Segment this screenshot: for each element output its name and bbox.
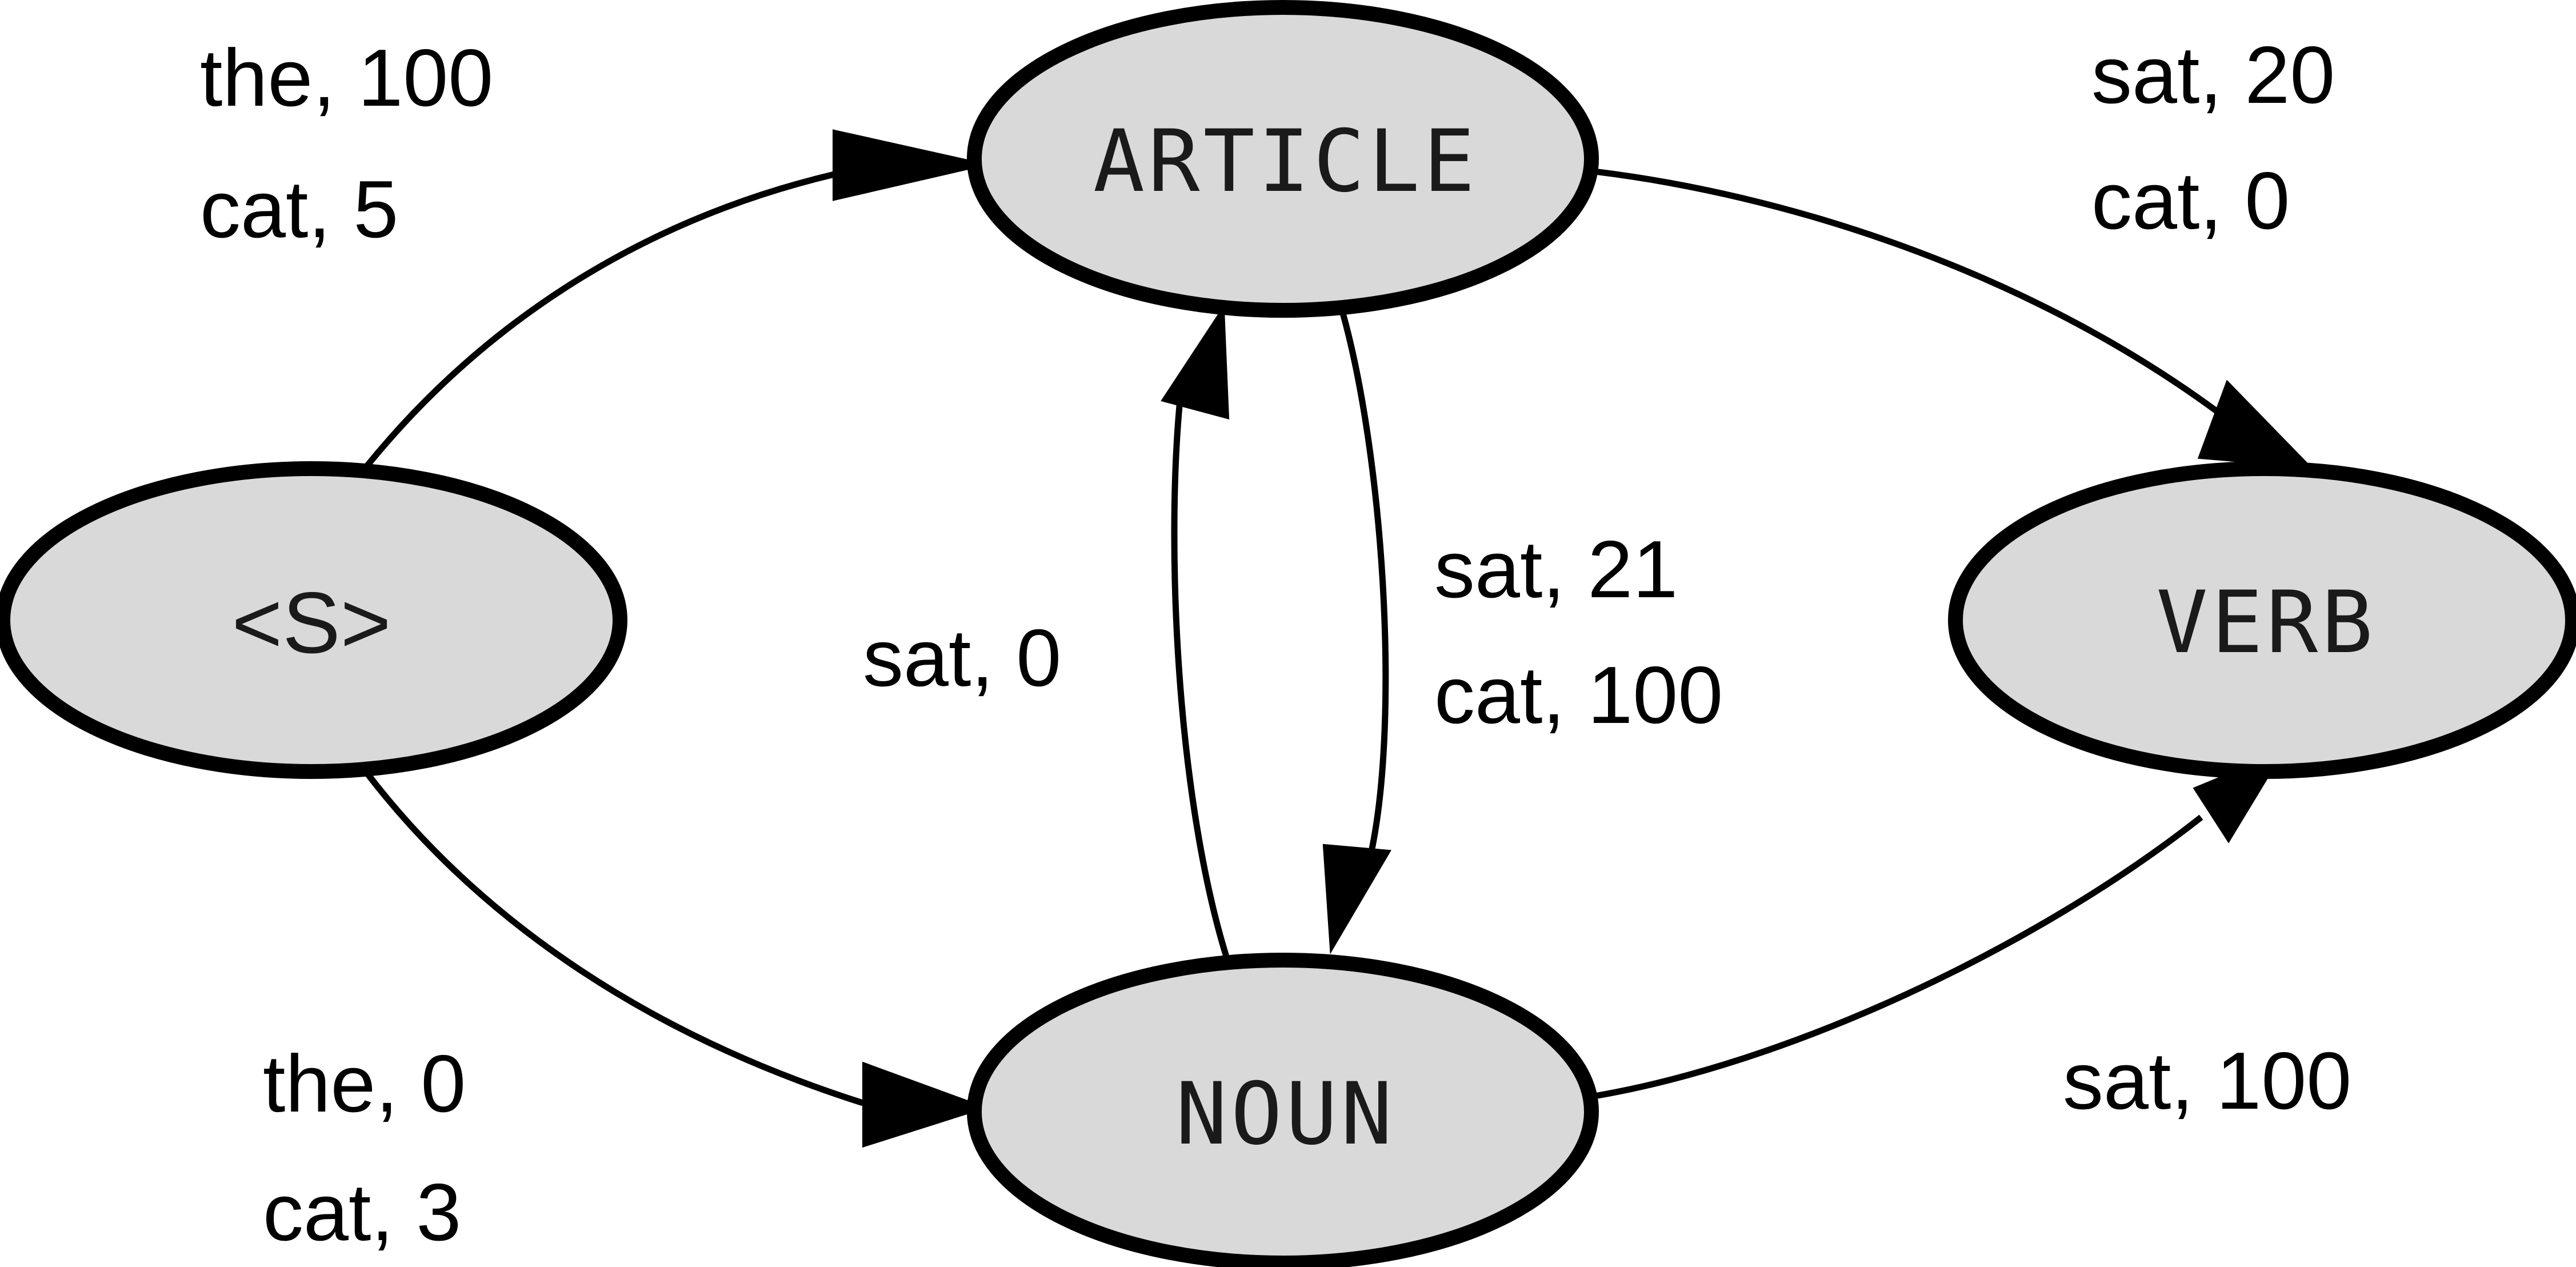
edge-start-to-noun-path xyxy=(363,769,864,1106)
edge-article-to-noun-arrowhead xyxy=(1322,844,1391,954)
edge-label-article-to-noun: sat, 21 cat, 100 xyxy=(1434,524,1723,741)
edge-article-to-verb[interactable] xyxy=(1594,168,2313,469)
node-article[interactable]: ARTICLE xyxy=(967,0,1599,318)
node-verb-ellipse xyxy=(1948,461,2576,779)
node-noun-label: NOUN xyxy=(1175,1065,1395,1164)
edge-label-noun-to-article-line1: sat, 0 xyxy=(863,613,1061,704)
node-noun-ellipse xyxy=(967,953,1599,1267)
edge-label-start-to-article-line2: cat, 5 xyxy=(200,164,398,255)
edge-noun-to-article[interactable] xyxy=(1161,304,1231,961)
node-article-label: ARTICLE xyxy=(1093,112,1478,211)
edge-article-to-noun-path xyxy=(1339,312,1389,853)
edge-start-to-article-arrowhead xyxy=(833,129,983,201)
edge-noun-to-article-path xyxy=(1171,399,1231,961)
edge-label-article-to-verb-line2: cat, 0 xyxy=(2091,155,2290,246)
edge-label-noun-to-verb-line1: sat, 100 xyxy=(2063,1036,2351,1126)
edge-label-start-to-article-line1: the, 100 xyxy=(200,33,493,123)
edge-start-to-noun[interactable] xyxy=(363,769,989,1148)
edge-noun-to-article-arrowhead xyxy=(1161,304,1230,419)
node-start[interactable]: <S> xyxy=(0,461,627,779)
node-start-ellipse xyxy=(0,461,627,779)
edge-start-to-noun-arrowhead xyxy=(862,1061,989,1148)
edge-label-start-to-noun: the, 0 cat, 3 xyxy=(263,1038,466,1258)
edge-start-to-article-path xyxy=(363,171,835,470)
edge-label-start-to-noun-line2: cat, 3 xyxy=(263,1167,461,1258)
edge-label-start-to-article: the, 100 cat, 5 xyxy=(200,33,493,255)
edge-article-to-noun[interactable] xyxy=(1322,312,1391,954)
edge-start-to-article[interactable] xyxy=(363,129,983,470)
node-noun[interactable]: NOUN xyxy=(967,953,1599,1267)
node-start-label: <S> xyxy=(232,574,391,672)
edge-label-noun-to-article: sat, 0 xyxy=(863,613,1061,704)
edge-label-article-to-verb-line1: sat, 20 xyxy=(2091,30,2335,121)
edge-noun-to-verb-path xyxy=(1594,814,2203,1100)
edge-label-noun-to-verb: sat, 100 xyxy=(2063,1036,2351,1126)
edge-label-article-to-noun-line2: cat, 100 xyxy=(1434,650,1723,741)
node-verb[interactable]: VERB xyxy=(1948,461,2576,779)
edge-article-to-verb-path xyxy=(1594,168,2219,414)
edge-article-to-verb-arrowhead xyxy=(2197,379,2313,469)
edge-label-article-to-verb: sat, 20 cat, 0 xyxy=(2091,30,2335,246)
node-article-ellipse xyxy=(967,0,1599,318)
edge-label-article-to-noun-line1: sat, 21 xyxy=(1434,524,1678,615)
node-verb-label: VERB xyxy=(2156,573,2376,673)
edge-label-start-to-noun-line1: the, 0 xyxy=(263,1038,466,1129)
